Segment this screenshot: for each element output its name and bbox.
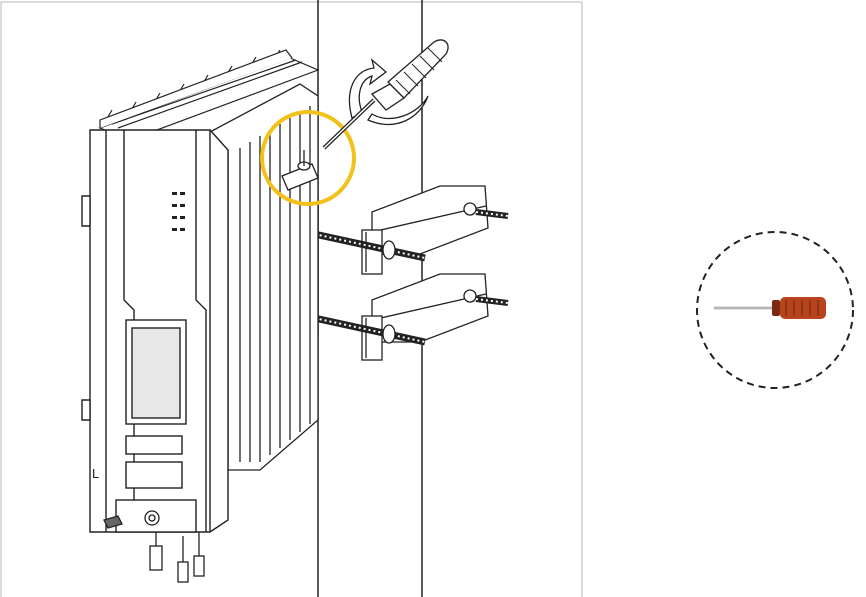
rear-bolt-upper [463, 202, 509, 219]
device-side-label: L [92, 466, 99, 481]
screwdriver-icon [322, 39, 449, 150]
tool-callout [696, 231, 854, 389]
clockwise-arrow-icon [348, 58, 429, 125]
threaded-rod-lower [304, 312, 426, 346]
threaded-rod-upper [304, 228, 426, 262]
bottom-connectors [103, 510, 205, 583]
bracket-screw [281, 150, 319, 191]
highlight-circle [260, 110, 356, 206]
legend-screwdriver-icon [714, 297, 826, 319]
heatsink-top-fins [98, 49, 320, 141]
front-clamp-upper [361, 229, 383, 275]
figure-frame [0, 1, 583, 597]
front-clamp-lower [361, 315, 383, 361]
status-leds [172, 192, 185, 231]
device-front-panel [81, 129, 229, 533]
rear-bolt-lower [463, 289, 509, 306]
